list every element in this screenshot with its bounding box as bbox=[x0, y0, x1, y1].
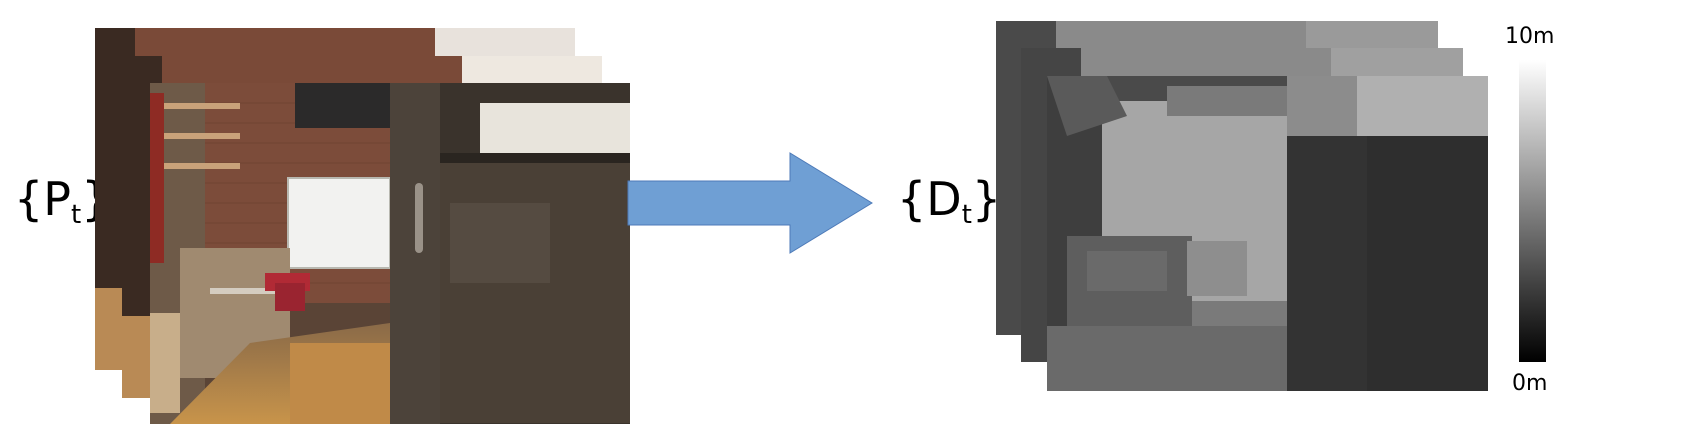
output-set-label: {Dt} bbox=[897, 176, 1001, 228]
output-label-open: {D bbox=[897, 172, 962, 226]
depth-frame-stack bbox=[996, 21, 1488, 391]
input-label-open: {P bbox=[14, 172, 72, 226]
arrow-shape bbox=[627, 152, 873, 254]
rgb-frame-stack bbox=[95, 28, 635, 424]
rgb-frame-front bbox=[150, 83, 630, 424]
depth-frame-front bbox=[1047, 76, 1488, 391]
transform-arrow bbox=[626, 152, 874, 254]
colorbar-max-label: 10m bbox=[1505, 24, 1555, 49]
depth-colorbar bbox=[1519, 60, 1546, 362]
output-label-subscript: t bbox=[961, 200, 972, 230]
colorbar-min-label: 0m bbox=[1512, 371, 1548, 396]
input-label-subscript: t bbox=[71, 200, 82, 230]
